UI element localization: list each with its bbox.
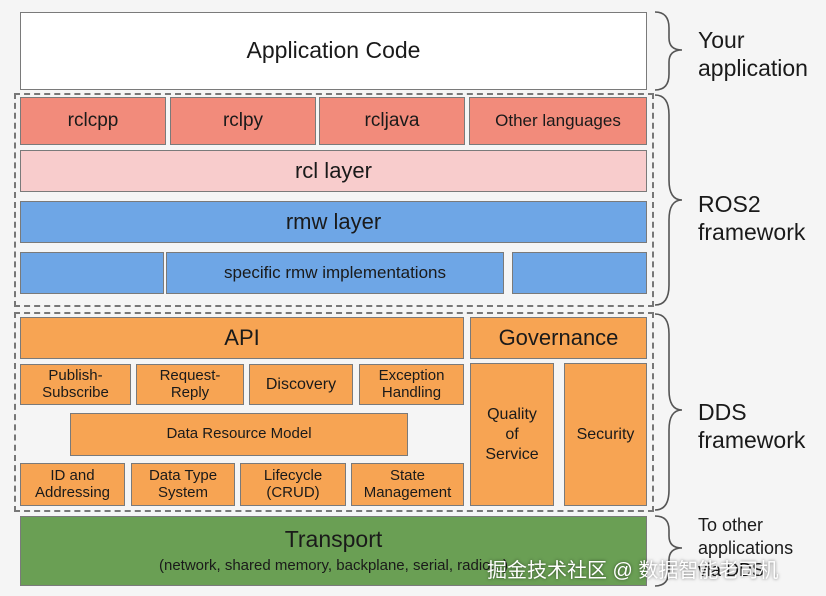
rmw-impl-right-box	[512, 252, 647, 294]
lifecycle-box: Lifecycle (CRUD)	[240, 463, 346, 506]
rmw-impl-left-box	[20, 252, 164, 294]
rmw-impl-box: specific rmw implementations	[166, 252, 504, 294]
api-box: API	[20, 317, 464, 359]
other-languages-box: Other languages	[469, 97, 647, 145]
rcl-layer-box: rcl layer	[20, 150, 647, 192]
transport-subtitle: (network, shared memory, backplane, seri…	[158, 557, 509, 575]
application-code-box: Application Code	[20, 12, 647, 90]
data-resource-model-label: Data Resource Model	[166, 425, 312, 443]
watermark-text: 掘金技术社区 @ 数据智能老司机	[487, 560, 779, 582]
id-addressing-box: ID and Addressing	[20, 463, 125, 506]
rmw-layer-box: rmw layer	[20, 201, 647, 243]
brace-graphics	[654, 11, 683, 587]
rmw-impl-label: specific rmw implementations	[223, 263, 446, 283]
discovery-label: Discovery	[265, 375, 337, 393]
ros2-brace	[654, 94, 683, 306]
dds-framework-label: DDS framework	[698, 399, 806, 454]
rcl-layer-label: rcl layer	[294, 157, 372, 183]
ros2-framework-region	[14, 93, 654, 307]
state-management-box: State Management	[351, 463, 464, 506]
quality-of-service-label: Quality of Service	[485, 405, 539, 463]
security-box: Security	[564, 363, 647, 506]
state-management-label: State Management	[363, 466, 452, 501]
transport-title: Transport	[284, 525, 383, 552]
exception-handling-label: Exception Handling	[378, 366, 445, 401]
your-application-brace	[654, 11, 683, 91]
api-label: API	[224, 324, 260, 350]
publish-subscribe-box: Publish-Subscribe	[20, 364, 131, 405]
security-label: Security	[576, 425, 635, 443]
transport-box: Transport (network, shared memory, backp…	[20, 516, 647, 586]
to-other-applications-label: To other applications via DDS	[698, 515, 794, 580]
other-languages-label: Other languages	[495, 111, 621, 131]
rclpy-label: rclpy	[222, 110, 264, 132]
transport-brace	[654, 515, 683, 587]
rcljava-box: rcljava	[319, 97, 465, 145]
data-type-system-label: Data Type System	[148, 466, 218, 501]
data-resource-model-box: Data Resource Model	[70, 413, 408, 456]
dds-brace	[654, 313, 683, 511]
rmw-layer-label: rmw layer	[285, 208, 382, 234]
governance-label: Governance	[498, 324, 619, 350]
ros2-framework-label: ROS2 framework	[698, 191, 806, 246]
rclcpp-label: rclcpp	[67, 110, 119, 132]
rclpy-box: rclpy	[170, 97, 316, 145]
your-application-label: Your application	[698, 27, 808, 82]
application-code-label: Application Code	[246, 37, 421, 64]
request-reply-box: Request-Reply	[136, 364, 244, 405]
discovery-box: Discovery	[249, 364, 353, 405]
publish-subscribe-label: Publish-Subscribe	[42, 366, 109, 401]
lifecycle-label: Lifecycle (CRUD)	[263, 466, 323, 501]
request-reply-label: Request-Reply	[159, 366, 221, 401]
governance-box: Governance	[470, 317, 647, 359]
dds-framework-region	[14, 312, 654, 512]
quality-of-service-box: Quality of Service	[470, 363, 554, 506]
id-addressing-label: ID and Addressing	[34, 466, 111, 501]
data-type-system-box: Data Type System	[131, 463, 235, 506]
rclcpp-box: rclcpp	[20, 97, 166, 145]
rcljava-label: rcljava	[364, 110, 420, 132]
exception-handling-box: Exception Handling	[359, 364, 464, 405]
